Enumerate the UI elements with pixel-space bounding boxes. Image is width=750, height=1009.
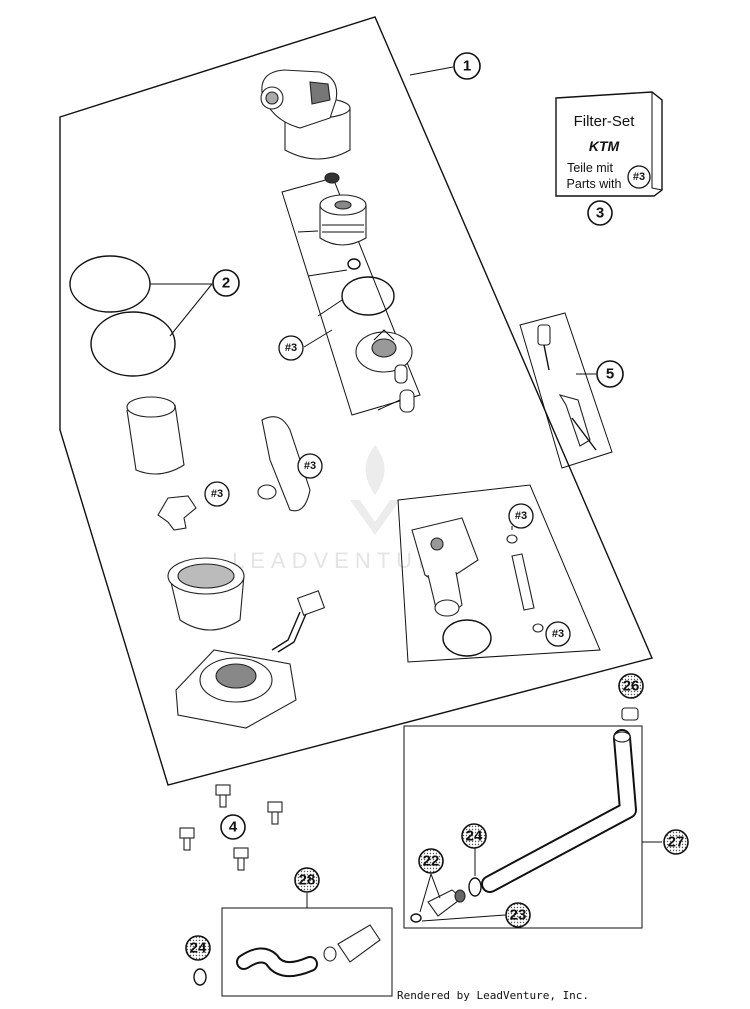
fuel-pump-motor <box>411 517 479 617</box>
callout-28: 28 <box>294 867 320 893</box>
hose <box>236 924 381 978</box>
heat-shield <box>257 416 311 512</box>
callout-23: 23 <box>505 902 531 928</box>
hose-clamp <box>621 707 639 721</box>
watermark-logo-icon <box>350 445 400 535</box>
small-oring-23 <box>410 913 422 923</box>
filter-set-box: Filter-Set KTM Teile mit Parts with #3 <box>555 91 663 197</box>
credit-text: Rendered by LeadVenture, Inc. <box>397 989 590 1002</box>
pressure-regulator <box>355 329 413 384</box>
pump-group-frame <box>397 484 601 663</box>
pump-top-housing <box>260 69 351 160</box>
svg-text:24: 24 <box>190 940 207 957</box>
callout-2: 2 <box>212 269 240 297</box>
watermark-text: LEADVENTURE <box>232 548 461 573</box>
filter-set-tag: #3 <box>627 165 651 189</box>
svg-text:1: 1 <box>463 58 471 75</box>
filter-group-frame <box>281 177 421 416</box>
pump-oring <box>442 619 492 657</box>
part-5-frame <box>519 312 613 469</box>
callout-26: 26 <box>618 673 644 699</box>
svg-text:#3: #3 <box>633 171 645 183</box>
main-assembly-frame <box>59 16 653 786</box>
filter-set-brand: KTM <box>589 138 620 154</box>
callout-22: 22 <box>418 848 444 874</box>
washer-24-lower <box>193 968 207 986</box>
svg-text:#3: #3 <box>552 628 564 640</box>
svg-text:#3: #3 <box>211 488 223 500</box>
washer-24-upper <box>468 877 482 897</box>
svg-text:22: 22 <box>423 853 440 870</box>
ref-tag-clip: #3 <box>204 481 230 507</box>
ref-tag-filter-group: #3 <box>278 335 304 361</box>
svg-text:#3: #3 <box>285 342 297 354</box>
filter-small-cap <box>324 172 340 184</box>
filter-set-title: Filter-Set <box>574 113 636 130</box>
pump-sleeve <box>126 396 185 475</box>
pump-tube <box>506 534 544 633</box>
bolt-2 <box>267 801 283 825</box>
bolt-1 <box>215 784 231 808</box>
level-sensor <box>537 324 597 451</box>
filter-oring <box>341 276 395 316</box>
svg-text:#3: #3 <box>515 510 527 522</box>
fuel-connector <box>427 889 466 917</box>
bolt-3 <box>179 827 195 851</box>
svg-text:3: 3 <box>596 205 604 222</box>
callout-5: 5 <box>596 360 624 388</box>
seal-ring-lower <box>90 311 176 377</box>
filter-set-line-2: Parts with <box>567 177 622 191</box>
filter-set-line-1: Teile mit <box>567 161 613 175</box>
ref-tag-pump-lower: #3 <box>545 621 571 647</box>
svg-text:26: 26 <box>623 678 640 695</box>
retaining-clip <box>157 495 197 531</box>
svg-text:24: 24 <box>466 828 483 845</box>
svg-text:#3: #3 <box>304 460 316 472</box>
pump-base-flange <box>175 649 297 729</box>
filter-pin <box>399 389 415 413</box>
svg-text:4: 4 <box>229 819 238 836</box>
svg-text:2: 2 <box>222 275 230 292</box>
wiring-connector <box>271 590 326 653</box>
ref-tag-pump-upper: #3 <box>508 503 534 529</box>
svg-text:27: 27 <box>668 834 685 851</box>
filter-cartridge <box>319 194 367 246</box>
callout-24-lower: 24 <box>185 935 211 961</box>
leader-lines <box>150 66 662 922</box>
callout-4: 4 <box>220 814 246 840</box>
callout-1: 1 <box>453 52 481 80</box>
bolt-4 <box>233 847 249 871</box>
ref-tag-heat-shield: #3 <box>297 453 323 479</box>
fuel-line-box <box>403 725 643 929</box>
callout-24-upper: 24 <box>461 823 487 849</box>
fuel-line <box>481 729 637 893</box>
callout-3: 3 <box>587 200 613 226</box>
svg-text:23: 23 <box>510 907 527 924</box>
filter-small-ring <box>347 258 361 270</box>
svg-text:5: 5 <box>606 366 614 383</box>
callout-27: 27 <box>663 829 689 855</box>
svg-text:28: 28 <box>299 872 316 889</box>
pump-housing-cup <box>167 557 245 631</box>
seal-ring-upper <box>69 255 151 313</box>
